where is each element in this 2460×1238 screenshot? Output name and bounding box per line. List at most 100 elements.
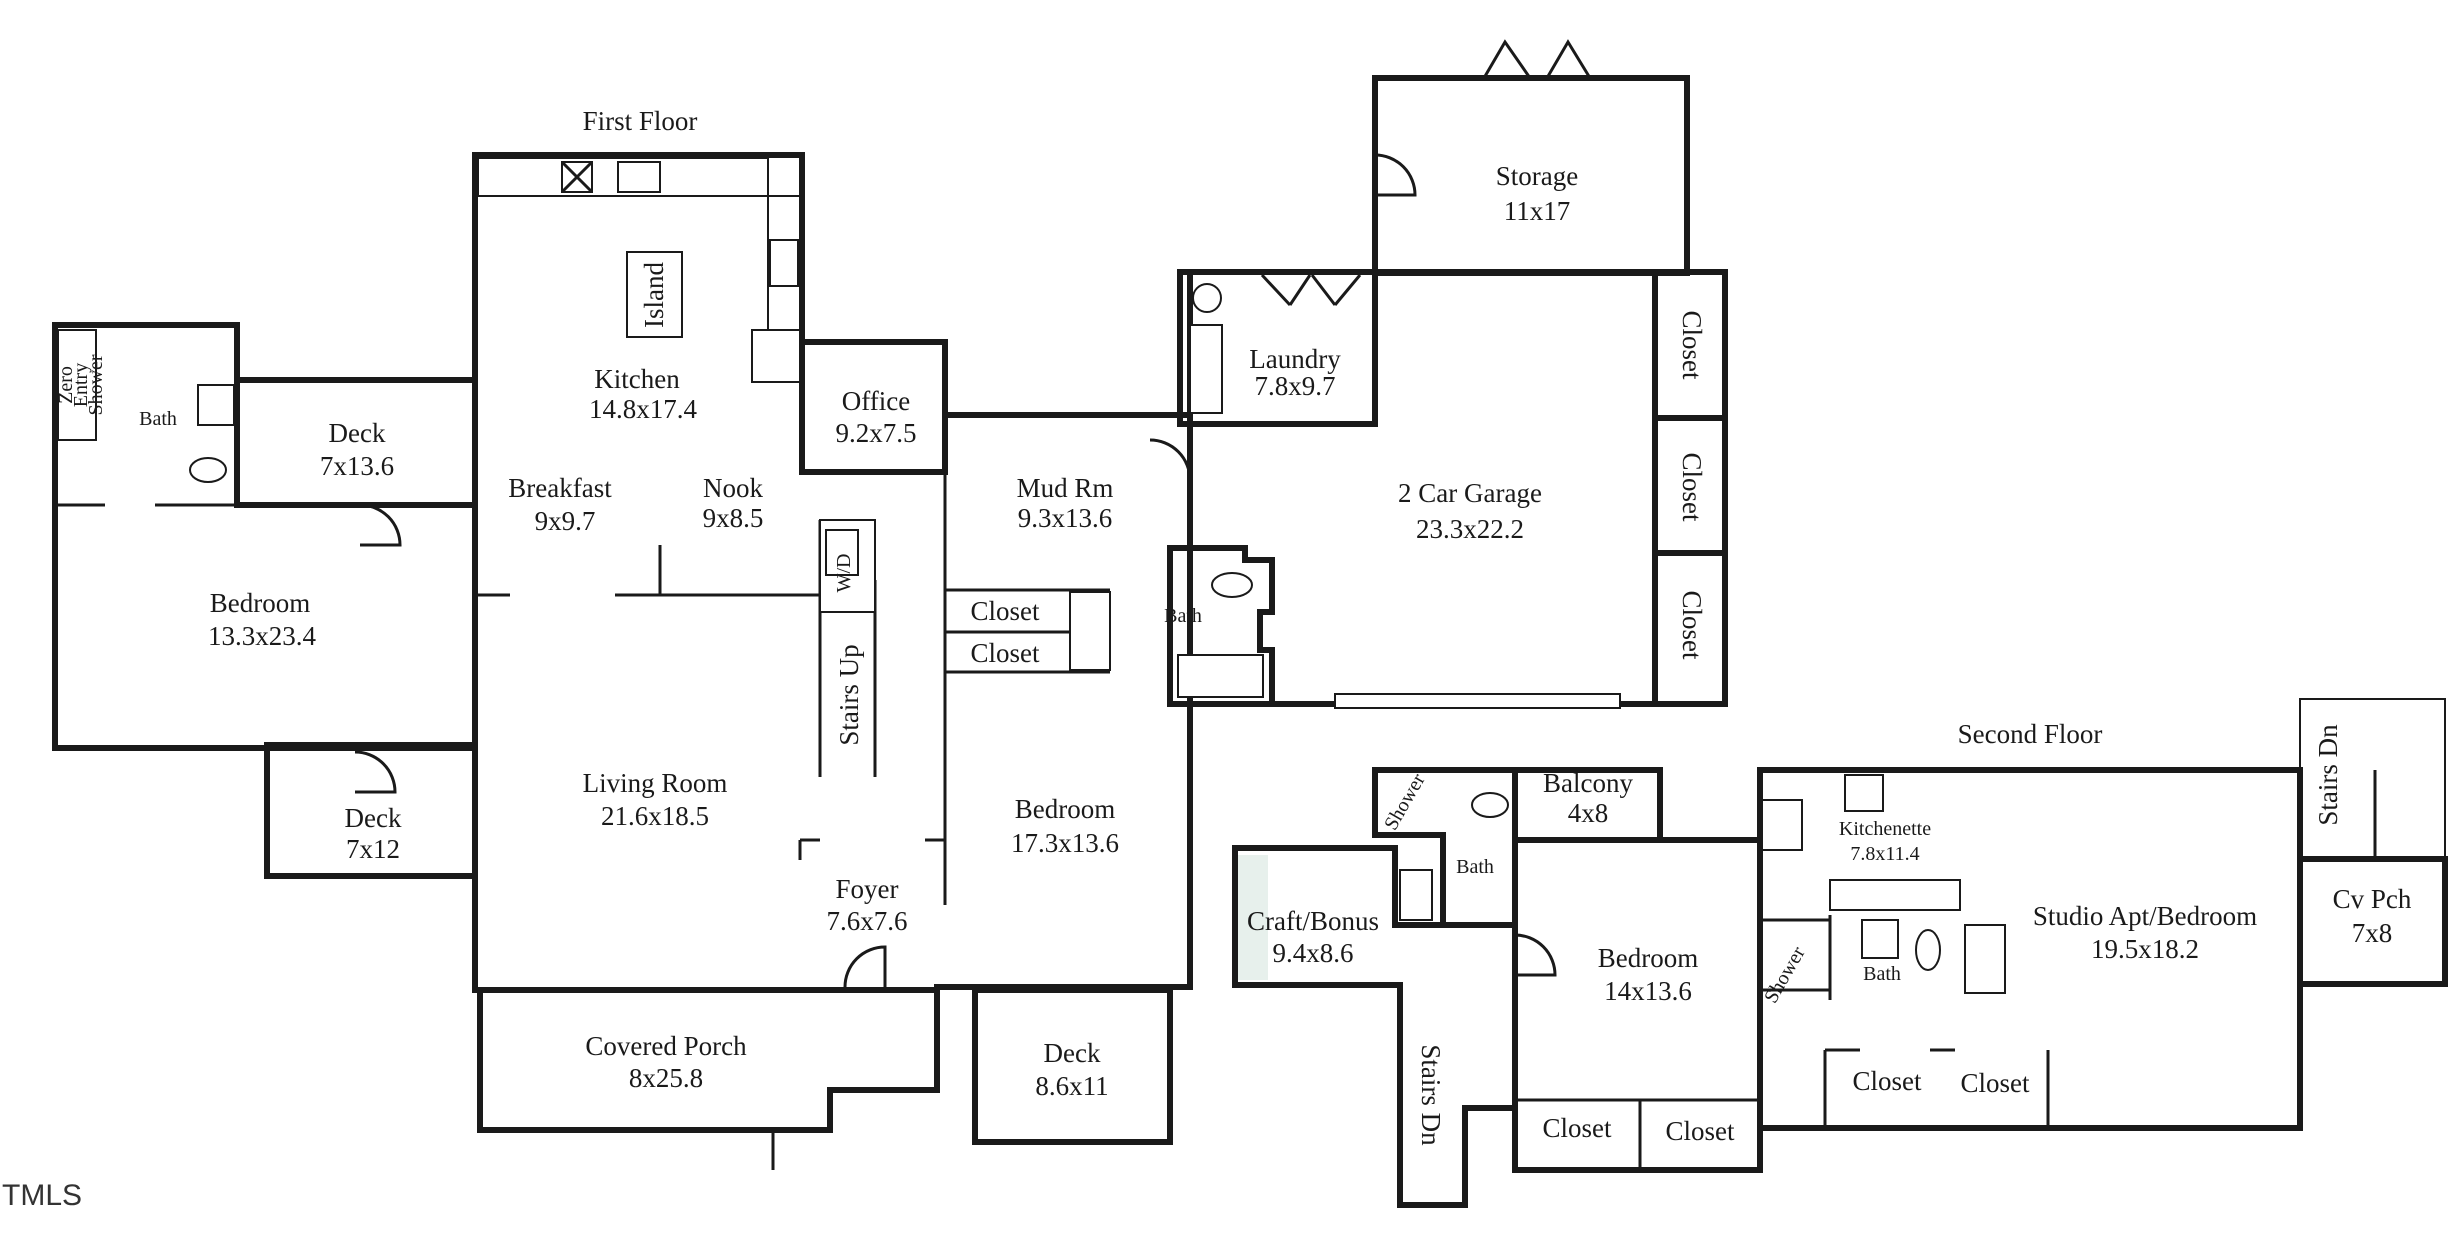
balcony-label: Balcony: [1543, 768, 1633, 798]
craft-window: [1238, 855, 1268, 980]
storage-dim: 11x17: [1504, 196, 1571, 226]
second-bedroom-label: Bedroom: [1598, 943, 1699, 973]
office-room: [799, 339, 948, 475]
porch-dim: 8x25.8: [629, 1063, 703, 1093]
nook-dim: 9x8.5: [703, 503, 764, 533]
island: [626, 251, 683, 338]
kitchenette-label: Kitchenette: [1839, 818, 1931, 840]
deck-lower-label: Deck: [345, 803, 402, 833]
deck-lower: [264, 745, 478, 879]
bath-left-2-label: Bath: [1456, 856, 1494, 878]
kitchenette-dim: 7.8x11.4: [1850, 843, 1919, 865]
mls-watermark: TMLS: [2, 1179, 82, 1212]
bath-right-toilet: [1915, 929, 1941, 971]
island-label: Island: [639, 262, 669, 328]
breakfast-dim: 9x9.7: [535, 506, 596, 536]
mudroom-label: Mud Rm: [1017, 473, 1114, 503]
bath-mid-toilet: [1211, 572, 1253, 598]
breakfast-label: Breakfast: [508, 473, 612, 503]
office-label: Office: [842, 386, 910, 416]
deck-lower-dim: 7x12: [346, 834, 400, 864]
foyer-dim: 7.6x7.6: [827, 906, 908, 936]
garage-dim: 23.3x22.2: [1416, 514, 1524, 544]
bath-mid: [1167, 545, 1275, 707]
shower-label-2: Entry: [70, 363, 92, 407]
deck-left-dim: 7x13.6: [320, 451, 394, 481]
range: [769, 239, 799, 287]
garage-label: 2 Car Garage: [1398, 478, 1542, 508]
second-bedroom-dim: 14x13.6: [1604, 976, 1692, 1006]
cv-porch: [2297, 856, 2448, 987]
office-dim: 9.2x7.5: [836, 418, 917, 448]
second-floor: [1232, 698, 2448, 1208]
fridge: [751, 329, 801, 383]
bedroom-right-label: Bedroom: [1015, 794, 1116, 824]
storage-double-door: [1482, 39, 1592, 79]
covered-porch: [477, 987, 940, 1133]
cvpch-dim: 7x8: [2352, 918, 2393, 948]
bath-right-sink: [1861, 919, 1899, 959]
deck-front: [972, 987, 1173, 1145]
cvpch-label: Cv Pch: [2333, 884, 2412, 914]
garage-closet-1: Closet: [1677, 310, 1707, 380]
bedroom-left-label: Bedroom: [210, 588, 311, 618]
kitchenette-cooktop: [1844, 774, 1884, 812]
deck-front-dim: 8.6x11: [1035, 1071, 1108, 1101]
laundry-dim: 7.8x9.7: [1255, 371, 1336, 401]
storage-door-swing: [1374, 153, 1417, 197]
studio-label: Studio Apt/Bedroom: [2033, 901, 2257, 931]
labels: First Floor Second Floor Storage 11x17 L…: [55, 106, 2412, 1146]
bath-left-label: Bath: [139, 408, 177, 430]
deck-left: [234, 377, 478, 508]
laundry-label: Laundry: [1249, 344, 1341, 374]
stairs-dn-right-label: Stairs Dn: [2313, 724, 2343, 826]
stairs-dn-left-label: Stairs Dn: [1416, 1044, 1446, 1146]
porch-label: Covered Porch: [585, 1031, 747, 1061]
wd-label: W/D: [833, 554, 855, 593]
kitchen-sink: [617, 161, 661, 193]
foyer-label: Foyer: [836, 874, 899, 904]
mudroom-door: [1149, 438, 1192, 481]
deck-left-label: Deck: [329, 418, 386, 448]
bath-left-sink-2: [1399, 869, 1433, 921]
craft-label: Craft/Bonus: [1247, 906, 1379, 936]
studio-closet-1: Closet: [1852, 1066, 1922, 1096]
studio-dim: 19.5x18.2: [2091, 934, 2199, 964]
bedroom-left-dim: 13.3x23.4: [208, 621, 317, 651]
bath-mid-label: Bath: [1164, 605, 1202, 627]
storage-label: Storage: [1496, 161, 1578, 191]
bedroom-left-door: [359, 503, 402, 547]
balcony-dim: 4x8: [1568, 798, 1609, 828]
nook-label: Nook: [703, 473, 763, 503]
craft-bonus: [1232, 845, 1518, 1208]
shower-label-1: Zero: [55, 366, 77, 404]
bath-left-toilet-2: [1471, 792, 1509, 818]
living-label: Living Room: [583, 768, 728, 798]
closet-1-label: Closet: [970, 596, 1040, 626]
second-bedroom: [1512, 837, 1763, 1173]
garage-closet-2: Closet: [1677, 452, 1707, 522]
bath-left-toilet: [189, 457, 227, 483]
kitchenette-fridge: [1761, 799, 1803, 851]
bedroom-closet-2: Closet: [1665, 1116, 1735, 1146]
deck-front-label: Deck: [1044, 1038, 1101, 1068]
bedroom-closet-1: Closet: [1542, 1113, 1612, 1143]
bath-left-sink: [197, 384, 235, 426]
laundry-room: [1177, 269, 1378, 427]
shower-stall: [57, 329, 97, 441]
kitchen-dim: 14.8x17.4: [589, 394, 698, 424]
closet-sink: [1069, 591, 1111, 671]
main-house-outline: [264, 152, 1193, 993]
garage-closet-3: Closet: [1677, 590, 1707, 660]
laundry-bifold-door: [1260, 273, 1362, 307]
bath-right-vanity: [1964, 924, 2006, 994]
second-floor-title: Second Floor: [1958, 719, 2103, 749]
shower-left-label: Shower: [1380, 770, 1430, 834]
kitchen-label: Kitchen: [594, 364, 680, 394]
front-door: [843, 945, 887, 988]
stairs-up-label: Stairs Up: [834, 644, 864, 745]
mudroom-dim: 9.3x13.6: [1018, 503, 1113, 533]
bath-right-label: Bath: [1863, 963, 1901, 985]
craft-dim: 9.4x8.6: [1273, 938, 1354, 968]
